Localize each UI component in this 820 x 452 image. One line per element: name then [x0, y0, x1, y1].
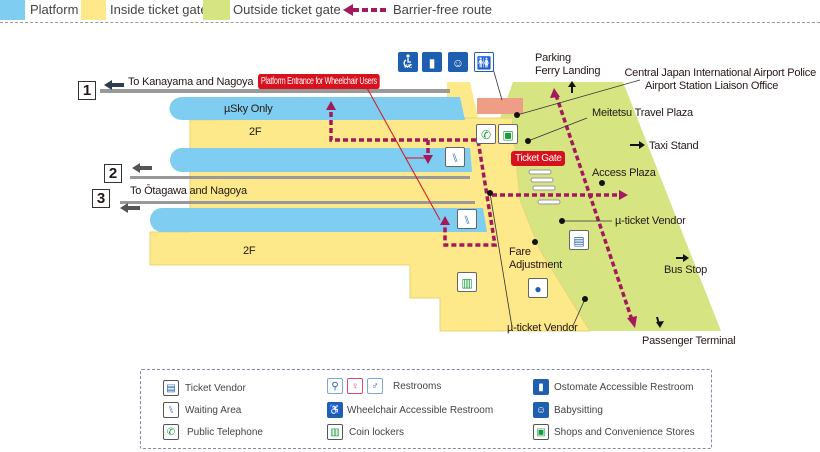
track-1-number: 1 — [78, 81, 96, 100]
facility-legend: ▤ Ticket Vendor ⑊ Waiting Area ✆ Public … — [140, 369, 712, 449]
wc-text: WC — [403, 64, 413, 70]
legend-label: Babysitting — [554, 405, 603, 416]
inside-gate-swatch — [81, 0, 106, 20]
track-2-number: 2 — [104, 164, 122, 183]
wheelchair-entrance-label: Platform Entrance for Wheelchair Users — [258, 74, 380, 89]
route-arrow-up — [440, 216, 450, 225]
restroom-icon: ⚲ — [327, 378, 343, 394]
track-3-number: 3 — [92, 189, 110, 208]
passenger-terminal-label: Passenger Terminal — [642, 335, 736, 347]
taxi-stand-label: Taxi Stand — [649, 140, 699, 152]
route-arrow-right — [619, 190, 628, 200]
waiting-area-icon: ⑊ — [457, 209, 477, 229]
legend-route: Barrier-free route — [393, 2, 492, 17]
bus-stop-label: Bus Stop — [664, 264, 708, 276]
arrow-left-icon — [120, 203, 140, 213]
legend-label: Ostomate Accessible Restroom — [554, 382, 694, 393]
route-arrow-icon — [343, 4, 387, 16]
wheelchair-restroom-icon: WC — [398, 52, 418, 72]
legend-label: Wheelchair Accessible Restroom — [347, 405, 494, 416]
legend-label: Shops and Convenience Stores — [554, 427, 695, 438]
restrooms-icon: 🚻 — [474, 52, 494, 72]
platform-3 — [150, 208, 487, 232]
platform-1-label: µSky Only — [224, 103, 273, 115]
track-3 — [120, 201, 475, 204]
legend-outside: Outside ticket gate — [233, 2, 341, 17]
ticket-vendor-icon: ▤ — [569, 230, 589, 250]
pointer-line — [366, 87, 441, 221]
coin-lockers-icon: ▥ — [457, 272, 477, 292]
staff-icon: ● — [528, 278, 548, 298]
coin-lockers-icon: ▥ — [327, 424, 343, 440]
shops-icon: ▣ — [533, 424, 549, 440]
track-1 — [100, 89, 450, 93]
track-3-direction: To Ōtagawa and Nagoya — [130, 185, 247, 197]
legend-label: Ticket Vendor — [185, 383, 246, 394]
floor-label-upper: 2F — [249, 126, 262, 138]
platform-2 — [170, 148, 472, 172]
legend-divider — [0, 22, 820, 23]
route-arrow-up — [550, 88, 560, 98]
fare-label-1: Fare — [509, 246, 531, 258]
route-arrow-up — [326, 101, 336, 110]
arrow-left-icon — [132, 163, 152, 173]
public-telephone-icon: ✆ — [163, 424, 179, 440]
legend-label: Restrooms — [393, 381, 442, 392]
waiting-area-icon: ⑊ — [445, 147, 465, 167]
legend-platform: Platform — [30, 2, 79, 17]
route-arrow-down — [423, 155, 433, 164]
ostomate-restroom-icon: ▮ — [422, 52, 442, 72]
platform-1 — [169, 97, 465, 120]
ticket-gate-label: Ticket Gate — [511, 151, 566, 166]
arrow-right-icon — [639, 141, 645, 149]
shops-icon: ▣ — [498, 124, 518, 144]
wheelchair-restroom-icon: ♿ — [327, 402, 343, 418]
arrow-left-icon — [104, 80, 124, 90]
women-restroom-icon: ♀ — [347, 378, 363, 394]
arrow-up-icon — [568, 81, 576, 87]
police-office — [477, 98, 523, 114]
arrow-right-icon — [683, 254, 689, 262]
babysitting-icon: ☺ — [448, 52, 468, 72]
ticket-vendor-label-bottom: µ-ticket Vendor — [507, 322, 578, 334]
platform-swatch — [0, 0, 25, 20]
travel-plaza-label: Meitetsu Travel Plaza — [592, 107, 693, 119]
wheelchair-glyph — [403, 54, 412, 68]
legend-inside: Inside ticket gate — [110, 2, 208, 17]
legend-label: Waiting Area — [185, 405, 242, 416]
track-1-direction: To Kanayama and Nagoya — [128, 76, 254, 88]
fare-label-2: Adjustment — [509, 259, 563, 271]
legend-label: Coin lockers — [349, 427, 405, 438]
outside-gate-swatch — [203, 0, 230, 20]
ostomate-restroom-icon: ▮ — [533, 379, 549, 395]
floor-label-lower: 2F — [243, 245, 256, 257]
police-label-2: Airport Station Liaison Office — [645, 80, 779, 92]
legend-label: Public Telephone — [187, 427, 263, 438]
route-arrow-down — [627, 316, 637, 328]
public-telephone-icon: ✆ — [476, 124, 496, 144]
men-restroom-icon: ♂ — [367, 378, 383, 394]
track-2 — [130, 176, 470, 179]
ticket-vendor-icon: ▤ — [163, 380, 179, 396]
waiting-area-icon: ⑊ — [163, 402, 179, 418]
police-label-1: Central Japan International Airport Poli… — [624, 67, 816, 79]
babysitting-icon: ☺ — [533, 402, 549, 418]
barrier-free-route — [329, 94, 634, 321]
access-plaza-label: Access Plaza — [592, 167, 656, 179]
ticket-vendor-label-right: µ-ticket Vendor — [615, 215, 686, 227]
ferry-label: Ferry Landing — [535, 65, 601, 77]
outside-gate-area — [500, 82, 721, 331]
parking-label: Parking — [535, 52, 571, 64]
